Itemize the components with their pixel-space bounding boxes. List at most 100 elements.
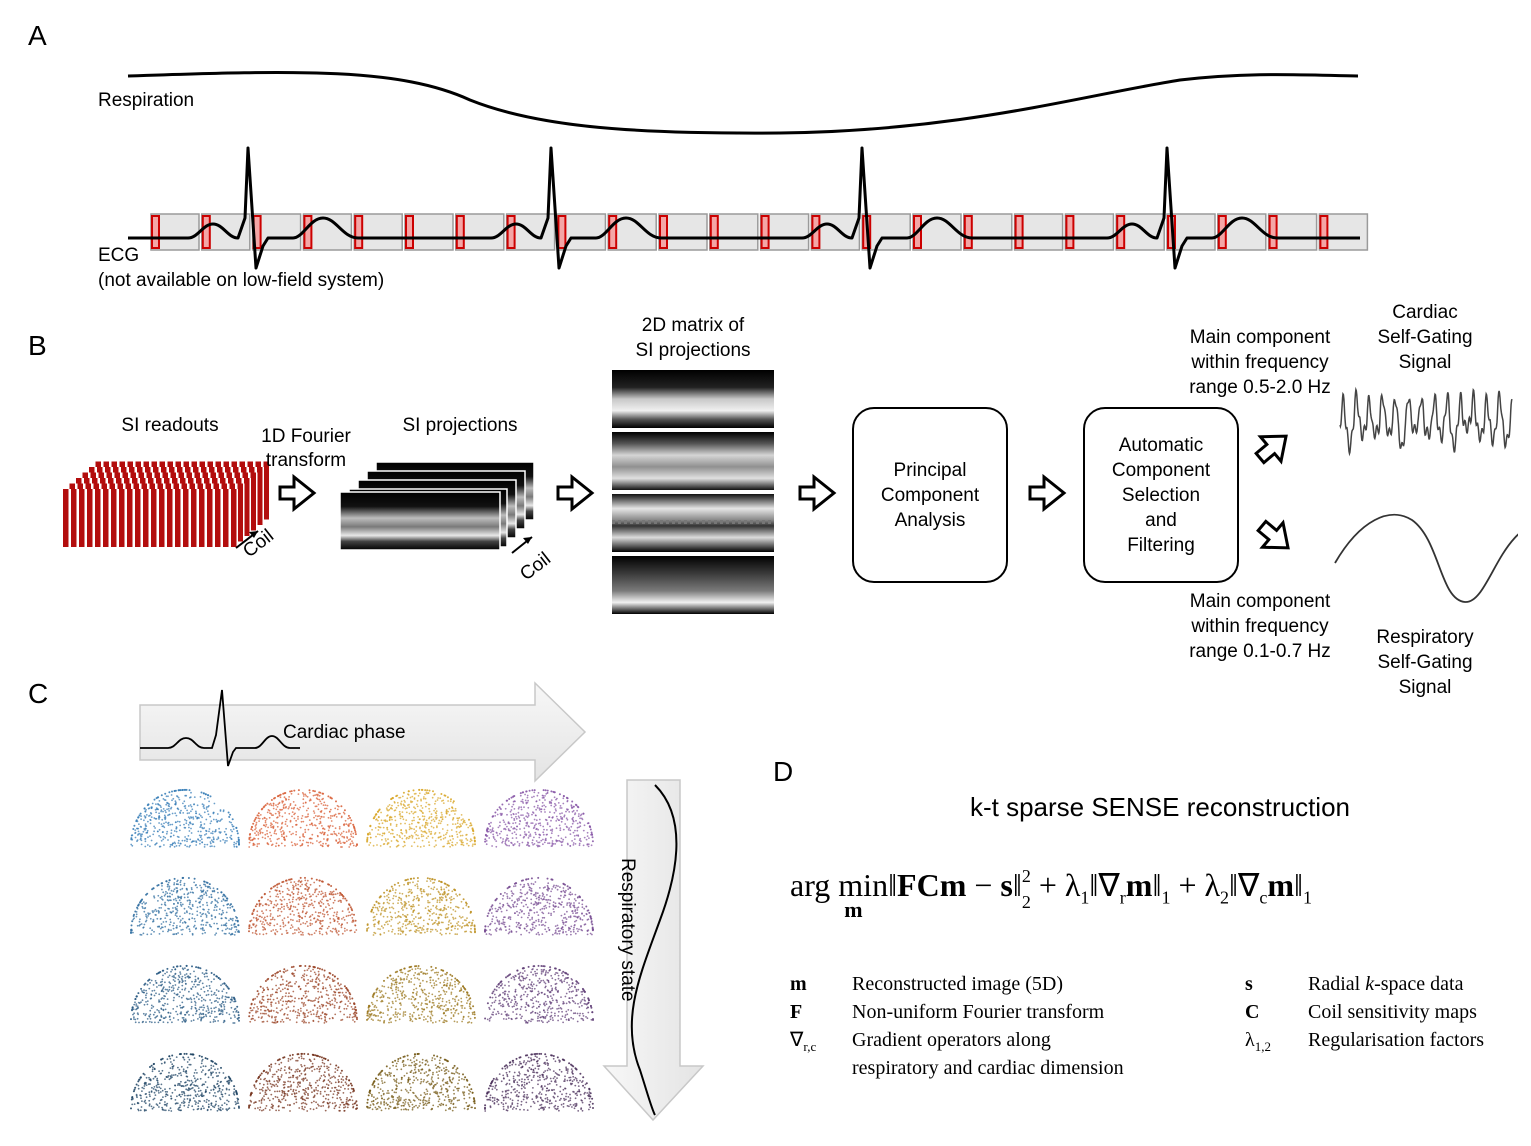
acs-line-5: Filtering (1127, 534, 1195, 556)
si-readouts-label: SI readouts (121, 415, 219, 436)
trajectory-dome (366, 1052, 476, 1112)
acquisition-marker (709, 215, 719, 249)
legend-symbol-f: F (790, 1001, 803, 1023)
readout-line (223, 489, 229, 547)
cardiac-signal-trace (1339, 386, 1513, 457)
pca-line-3: Analysis (894, 509, 966, 531)
legend-symbol-c: C (1245, 1001, 1260, 1023)
legend-desc-c: Coil sensitivity maps (1308, 1001, 1477, 1023)
matrix-label-2: SI projections (635, 340, 751, 361)
legend-item-c: C Coil sensitivity maps (1245, 998, 1484, 1026)
readout-line (127, 489, 133, 547)
coil-arrowhead-1 (249, 531, 258, 538)
arrow-to-respiratory (1256, 519, 1290, 550)
legend-right: s Radial k-space data C Coil sensitivity… (1245, 970, 1484, 1061)
si-projections-label: SI projections (402, 415, 518, 436)
main-component-resp: Main component within frequency range 0.… (1170, 589, 1350, 664)
readout-line (151, 489, 157, 547)
acquisition-marker (557, 215, 567, 249)
selection-box: Automatic Component Selection and Filter… (1083, 407, 1239, 583)
matrix-label-1: 2D matrix of (641, 315, 745, 336)
readout-line (215, 489, 221, 547)
main-component-cardiac: Main component within frequency range 0.… (1170, 325, 1350, 400)
readout-line (87, 489, 93, 547)
readout-line (159, 489, 165, 547)
readout-line (71, 489, 77, 547)
cardiac-signal-label: Cardiac Self-Gating Signal (1345, 300, 1505, 375)
acquisition-marker (151, 215, 160, 249)
acs-line-3: Selection (1121, 484, 1201, 506)
acquisition-marker (506, 215, 516, 249)
trajectory-dome (248, 1052, 358, 1112)
legend-item-grad: ∇r,c Gradient operators along respirator… (790, 1026, 1124, 1082)
trajectory-grid (130, 788, 594, 1112)
rs-line-1: Respiratory (1376, 627, 1474, 648)
legend-desc-grad-2: respiratory and cardiac dimension (852, 1057, 1124, 1079)
panel-label-d: D (773, 756, 794, 787)
legend-desc-s: Radial k-space data (1308, 973, 1464, 995)
trajectory-dome (248, 789, 358, 848)
panel-label-b: B (28, 330, 47, 361)
legend-item-f: F Non-uniform Fourier transform (790, 998, 1124, 1026)
legend-item-lambda: λ1,2 Regularisation factors (1245, 1026, 1484, 1061)
mcr-line-1: Main component (1189, 591, 1331, 612)
acquisition-marker (1065, 215, 1075, 249)
mcr-line-2: within frequency (1191, 616, 1329, 637)
trajectory-dome (130, 964, 240, 1024)
acquisition-marker (1268, 215, 1278, 249)
pca-line-1: Principal (893, 459, 967, 481)
trajectory-dome (366, 877, 476, 936)
acquisition-marker (1014, 215, 1024, 249)
acquisition-marker (608, 215, 618, 249)
acquisition-marker (659, 215, 668, 249)
si-readouts-stack (63, 461, 271, 547)
cs-line-1: Cardiac (1392, 302, 1458, 323)
acquisition-marker (963, 215, 973, 249)
acquisition-marker (1319, 215, 1329, 249)
legend-symbol-lambda: λ1,2 (1245, 1029, 1271, 1054)
acs-line-2: Component (1111, 459, 1211, 481)
trajectory-dome (484, 1052, 594, 1112)
acquisition-marker (760, 215, 770, 249)
readout-line (199, 489, 205, 547)
respiration-curve (127, 70, 1359, 135)
readout-line (167, 489, 173, 547)
acquisition-marker (405, 215, 414, 249)
readout-line (143, 489, 149, 547)
trajectory-dome (130, 1052, 240, 1112)
fourier-label-2: transform (265, 450, 347, 471)
respiratory-signal-trace (1334, 513, 1518, 603)
respiration-label: Respiration (98, 90, 195, 111)
trajectory-dome (130, 788, 240, 848)
legend-item-m: m Reconstructed image (5D) (790, 970, 1124, 998)
readout-line (250, 472, 256, 531)
ecg-trace (128, 146, 1360, 270)
mcc-line-1: Main component (1189, 327, 1331, 348)
coil-arrowhead-2 (523, 537, 532, 544)
respiratory-state-arrow (602, 779, 705, 1122)
readout-line (119, 489, 125, 547)
cs-line-3: Signal (1398, 352, 1452, 373)
legend-symbol-m: m (790, 973, 807, 995)
legend-desc-lambda: Regularisation factors (1308, 1029, 1485, 1051)
mcr-line-3: range 0.1-0.7 Hz (1189, 641, 1331, 662)
legend-desc-grad-1: Gradient operators along (852, 1029, 1051, 1051)
respiratory-state-label: Respiratory state (617, 858, 638, 1002)
trajectory-dome (248, 964, 358, 1024)
trajectory-dome (366, 788, 476, 848)
readout-line (244, 478, 250, 536)
pca-line-2: Component (880, 484, 980, 506)
trajectory-dome (484, 964, 594, 1024)
trajectory-dome (130, 876, 240, 936)
readout-line (111, 489, 117, 547)
ecg-note: (not available on low-field system) (98, 270, 385, 291)
respiratory-state-curve (630, 784, 678, 1116)
resp-signal-label: Respiratory Self-Gating Signal (1345, 625, 1505, 700)
acs-line-4: and (1145, 509, 1177, 531)
trajectory-dome (484, 876, 594, 936)
rs-line-3: Signal (1398, 677, 1452, 698)
legend-desc-m: Reconstructed image (5D) (852, 973, 1064, 995)
